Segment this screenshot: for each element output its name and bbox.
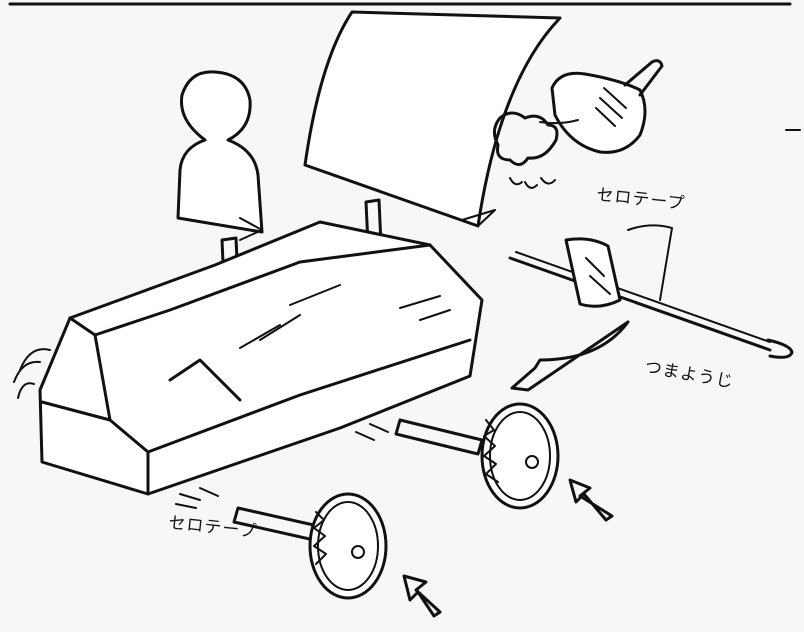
pointer-arrow-front <box>404 576 440 616</box>
tape-piece-top <box>566 225 672 306</box>
curved-arrow <box>512 322 628 390</box>
front-wheel <box>234 494 386 598</box>
pointer-arrow-rear <box>570 480 612 520</box>
toothpick <box>510 252 792 357</box>
label-tape-top: セロテープ <box>595 185 686 214</box>
sail-cutout <box>305 12 560 226</box>
person-cutout <box>178 72 262 240</box>
label-toothpick: つまようじ <box>643 357 735 392</box>
car-body <box>40 222 482 494</box>
rear-wheel <box>396 404 558 508</box>
label-tape-bottom: セロテープ <box>167 513 258 542</box>
tape-marks-front <box>176 488 218 508</box>
tape-marks-rear <box>356 424 388 440</box>
